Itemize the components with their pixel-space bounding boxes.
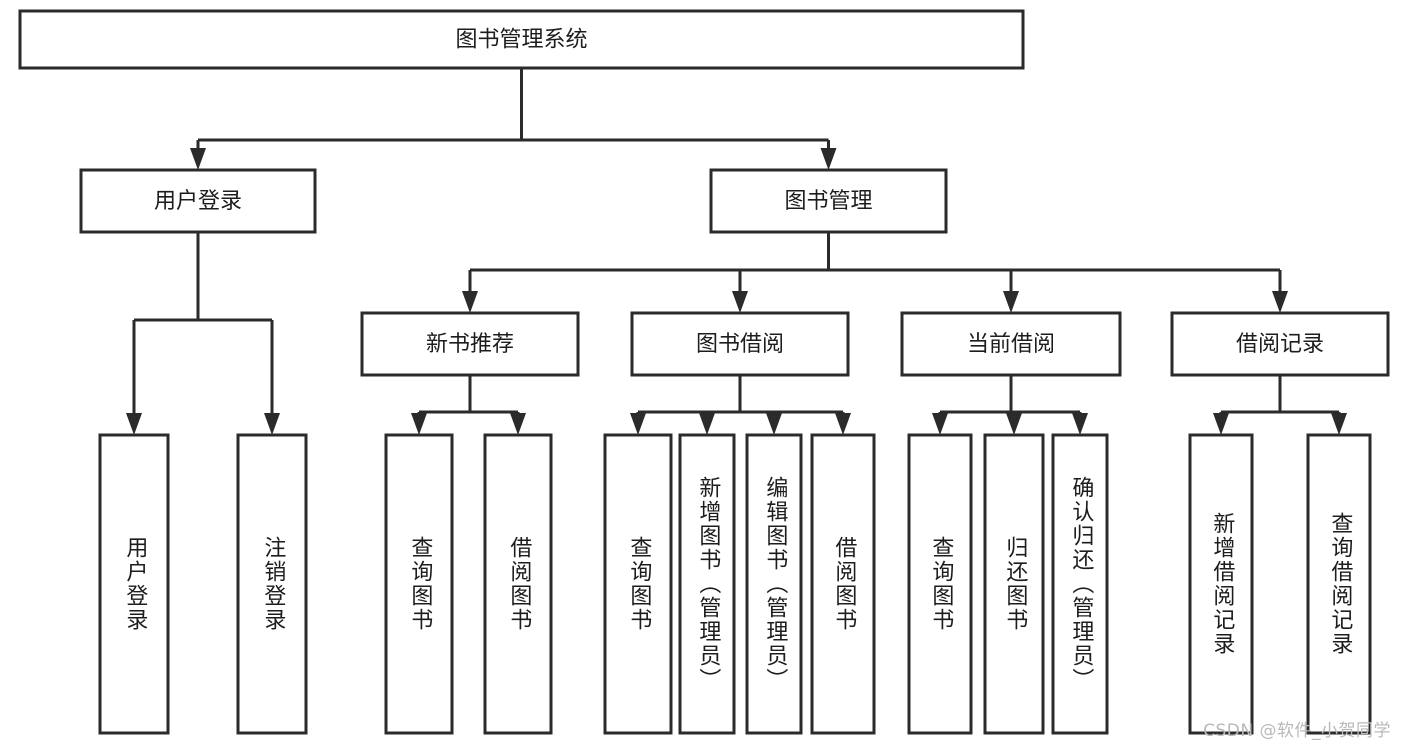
level3-3-to-leaf-0-head [1213, 413, 1229, 435]
leaf-node-2-hitarea[interactable] [386, 435, 452, 733]
watermark-text: CSDN @软件_小贺同学 [1203, 721, 1391, 741]
leaf-node-6-hitarea[interactable] [747, 435, 801, 733]
leaf-node-5-box[interactable] [678, 433, 736, 735]
level3-0-to-leaf-0-head [411, 413, 427, 435]
leaf-node-6-box[interactable] [745, 433, 803, 735]
leaf-node-11-hitarea[interactable] [1190, 435, 1252, 733]
level2-to-level3-2-head [1003, 291, 1019, 313]
root-to-level2-0-head [190, 148, 206, 170]
level3-0-to-leaf-1-head [510, 413, 526, 435]
level3-1-to-leaf-3-head [835, 413, 851, 435]
leaf-node-1-box[interactable] [236, 433, 308, 735]
level3-node-0-box[interactable] [360, 311, 580, 377]
root-node-label: 图书管理系统 [455, 28, 587, 53]
level3-3-to-leaf-1-head [1331, 413, 1347, 435]
leaf-node-12-hitarea[interactable] [1308, 435, 1370, 733]
leaf-node-5-hitarea[interactable] [680, 435, 734, 733]
leaf-node-9-box[interactable] [983, 433, 1045, 735]
level2-node-1-box[interactable] [709, 168, 948, 234]
root-node-box[interactable] [18, 9, 1025, 70]
level3-node-3-box[interactable] [1170, 311, 1390, 377]
level3-node-2-label: 当前借阅 [967, 332, 1055, 357]
level3-node-1-label: 图书借阅 [696, 332, 784, 357]
level3-2-to-leaf-0-head [932, 413, 948, 435]
leaf-node-8-box[interactable] [907, 433, 973, 735]
level2-node-0-label: 用户登录 [154, 189, 242, 214]
root-to-level2-1-head [820, 148, 837, 170]
level3-node-3-label: 借阅记录 [1236, 332, 1324, 357]
level2-to-level3-3-head [1272, 291, 1288, 313]
level3-node-0-label: 新书推荐 [426, 332, 514, 357]
leaf-node-0-hitarea[interactable] [100, 435, 168, 733]
leaf-node-10-box[interactable] [1051, 433, 1109, 735]
level3-node-1-box[interactable] [630, 311, 850, 377]
leaf-node-12-box[interactable] [1306, 433, 1372, 735]
connector-layer [126, 68, 1347, 435]
leaf-node-4-box[interactable] [603, 433, 673, 735]
leaf-node-3-hitarea[interactable] [485, 435, 551, 733]
leaf-node-7-box[interactable] [810, 433, 876, 735]
level2-to-level3-0-head [462, 291, 478, 313]
leaf-node-4-hitarea[interactable] [605, 435, 671, 733]
level3-node-2-box[interactable] [900, 311, 1122, 377]
leaf-node-3-box[interactable] [483, 433, 553, 735]
level2-to-level3-1-head [732, 291, 748, 313]
level3-2-to-leaf-1-head [1006, 413, 1022, 435]
userlogin-to-leaf-1-head [264, 413, 280, 435]
level3-1-to-leaf-0-head [630, 413, 646, 435]
level3-2-to-leaf-2-head [1072, 413, 1088, 435]
level3-1-to-leaf-1-head [699, 413, 715, 435]
leaf-node-1-hitarea[interactable] [238, 435, 306, 733]
leaf-node-8-hitarea[interactable] [909, 435, 971, 733]
level3-1-to-leaf-2-head [766, 413, 782, 435]
userlogin-to-leaf-0-head [126, 413, 142, 435]
leaf-node-9-hitarea[interactable] [985, 435, 1043, 733]
leaf-node-10-hitarea[interactable] [1053, 435, 1107, 733]
leaf-node-2-box[interactable] [384, 433, 454, 735]
leaf-node-7-hitarea[interactable] [812, 435, 874, 733]
level2-node-0-box[interactable] [79, 168, 317, 234]
leaf-node-0-box[interactable] [98, 433, 170, 735]
level2-node-1-label: 图书管理 [784, 189, 872, 214]
leaf-node-11-box[interactable] [1188, 433, 1254, 735]
